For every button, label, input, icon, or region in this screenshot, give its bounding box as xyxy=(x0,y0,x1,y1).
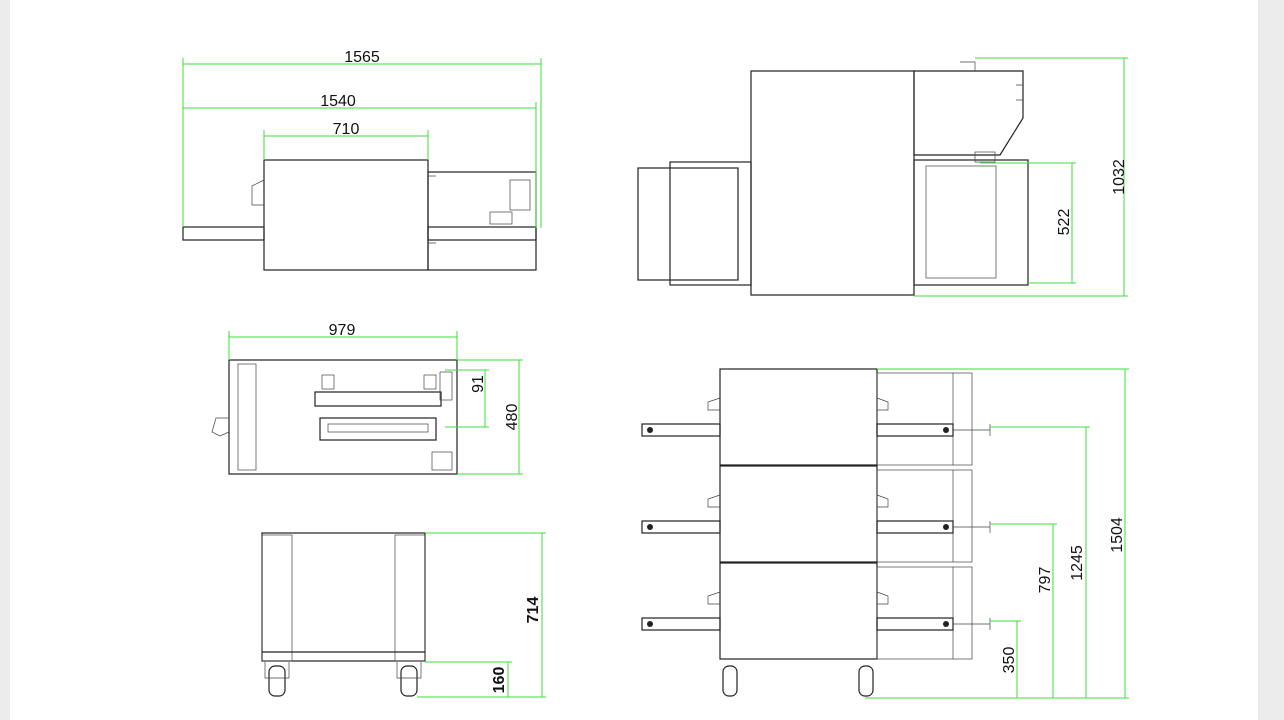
stand-view: 714 160 xyxy=(261,532,546,698)
dim-front-height: 480 xyxy=(504,404,521,431)
dim-conveyor-height: 522 xyxy=(1056,209,1073,236)
dim-oven-width: 710 xyxy=(333,121,360,138)
dim-total: 1504 xyxy=(1109,517,1126,553)
technical-drawing: 1565 1540 710 1032 522 979 91 480 xyxy=(182,49,1129,699)
dim-conveyor-length: 1540 xyxy=(320,93,356,110)
stack-view: 1504 1245 797 350 xyxy=(641,368,1129,699)
dim-stand-height: 714 xyxy=(525,597,542,624)
dim-third-deck: 1245 xyxy=(1069,545,1086,581)
dim-opening: 91 xyxy=(470,375,487,393)
dim-first-deck: 350 xyxy=(1001,647,1018,674)
top-view: 1565 1540 710 xyxy=(182,49,542,271)
side-view: 1032 522 xyxy=(637,57,1128,297)
dim-height: 1032 xyxy=(1111,159,1128,195)
dim-depth: 979 xyxy=(329,322,356,339)
dim-shelf-height: 160 xyxy=(491,667,508,694)
front-view: 979 91 480 xyxy=(211,322,523,475)
dim-second-deck: 797 xyxy=(1037,567,1054,594)
drawing-sheet: 1565 1540 710 1032 522 979 91 480 xyxy=(10,0,1258,720)
dim-overall-length: 1565 xyxy=(344,49,380,66)
